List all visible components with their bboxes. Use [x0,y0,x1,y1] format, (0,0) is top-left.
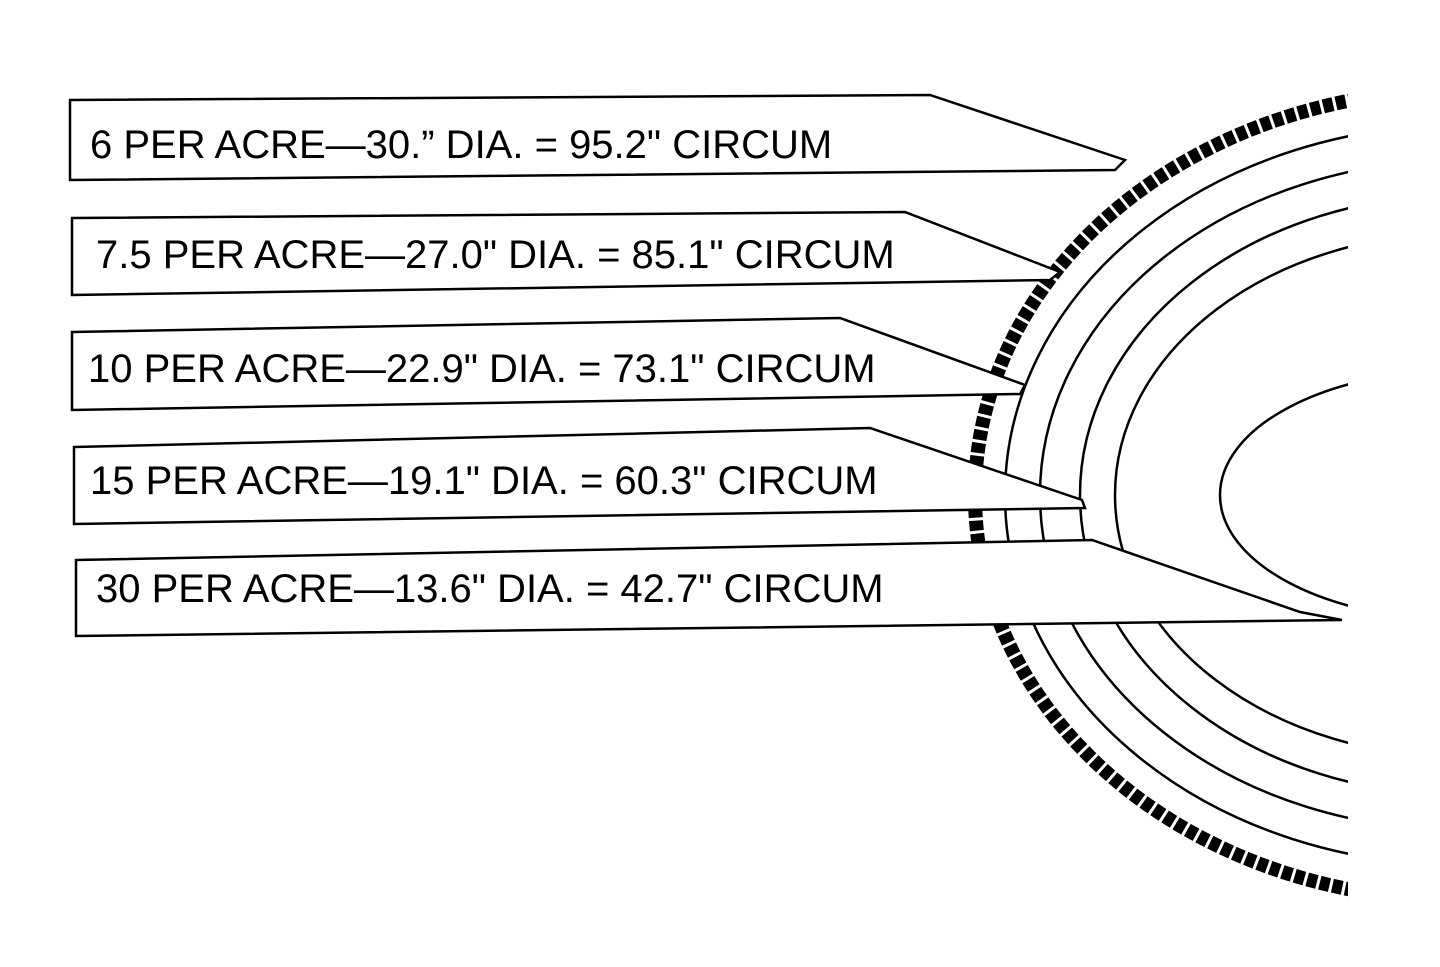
label-text: 7.5 PER ACRE—27.0" DIA. = 85.1" CIRCUM [96,233,895,277]
label-5: 30 PER ACRE—13.6" DIA. = 42.7" CIRCUM [74,538,1343,638]
label-text: 15 PER ACRE—19.1" DIA. = 60.3" CIRCUM [90,459,878,503]
ring-7-5-per-acre [1038,170,1348,820]
label-4: 15 PER ACRE—19.1" DIA. = 60.3" CIRCUM [72,426,1087,526]
label-text: 6 PER ACRE—30.” DIA. = 95.2" CIRCUM [90,123,832,167]
ring-10-per-acre [1078,207,1348,783]
ring-15-per-acre [1113,245,1348,745]
ring-30-per-acre [1218,383,1348,607]
label-text: 10 PER ACRE—22.9" DIA. = 73.1" CIRCUM [88,347,876,391]
label-3: 10 PER ACRE—22.9" DIA. = 73.1" CIRCUM [70,316,1027,412]
label-text: 30 PER ACRE—13.6" DIA. = 42.7" CIRCUM [96,567,884,611]
label-1: 6 PER ACRE—30.” DIA. = 95.2" CIRCUM [68,93,1128,182]
label-2: 7.5 PER ACRE—27.0" DIA. = 85.1" CIRCUM [70,210,1063,297]
